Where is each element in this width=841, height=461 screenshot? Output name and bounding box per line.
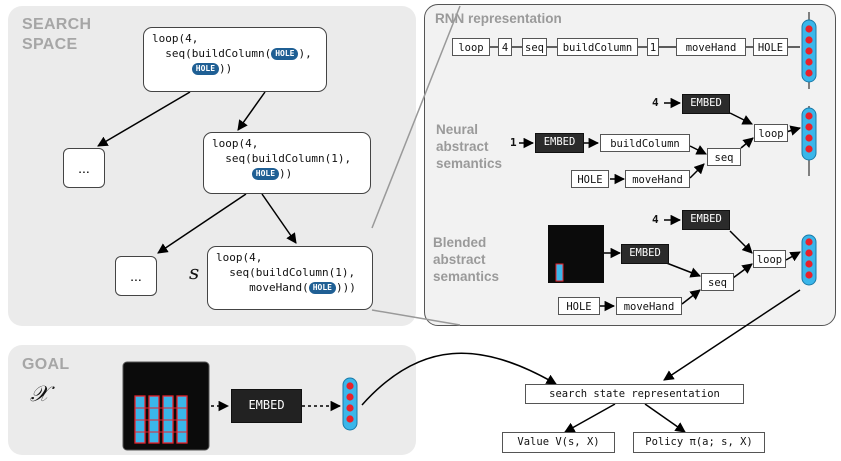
- neural-hole: HOLE: [571, 170, 609, 188]
- rnn-token: buildColumn: [557, 38, 638, 56]
- rnn-token: loop: [452, 38, 490, 56]
- blended-input-4: 4: [652, 213, 659, 226]
- rnn-token: HOLE: [753, 38, 788, 56]
- blended-vector: [801, 234, 817, 286]
- hole-badge: HOLE: [191, 63, 220, 75]
- blended-embed-image: EMBED: [621, 244, 669, 264]
- tree-edge: [261, 193, 297, 244]
- hole-badge: HOLE: [308, 282, 336, 294]
- neural-embed-4: EMBED: [682, 94, 730, 114]
- tree-edge: [237, 91, 266, 131]
- tree-edge: [97, 91, 191, 147]
- root-program-node: loop(4, seq(buildColumn(HOLE), HOLE)): [143, 27, 327, 92]
- rnn-token: seq: [522, 38, 547, 56]
- blended-movehand: moveHand: [616, 297, 682, 315]
- search-state-representation: search state representation: [525, 384, 744, 404]
- hole-badge: HOLE: [271, 48, 299, 60]
- hole-badge: HOLE: [251, 168, 280, 180]
- representation-panel: [424, 4, 836, 326]
- ellipsis-node: ...: [63, 148, 105, 188]
- mid-program-node: loop(4, seq(buildColumn(1), HOLE)): [203, 132, 371, 194]
- leaf-program-node: loop(4, seq(buildColumn(1), moveHand(HOL…: [207, 246, 373, 310]
- neural-vector: [801, 106, 817, 176]
- rnn-vector: [801, 12, 817, 89]
- blended-embed-4: EMBED: [682, 210, 730, 230]
- rnn-token: 4: [498, 38, 512, 56]
- goal-image: [122, 361, 210, 451]
- rnn-token: moveHand: [676, 38, 746, 56]
- neural-loop: loop: [754, 124, 788, 142]
- neural-buildcolumn: buildColumn: [600, 134, 690, 152]
- tree-edge: [157, 193, 247, 254]
- rnn-title: RNN representation: [435, 11, 562, 26]
- rnn-token: 1: [647, 38, 659, 56]
- goal-title: GOAL: [22, 356, 70, 373]
- blended-image: [548, 225, 604, 283]
- goal-embed: EMBED: [231, 389, 302, 423]
- ellipsis-node: ...: [115, 256, 157, 296]
- blended-hole: HOLE: [558, 297, 600, 315]
- goal-x-label: 𝒳: [30, 382, 49, 407]
- blended-seq: seq: [701, 273, 734, 291]
- neural-seq: seq: [707, 148, 741, 166]
- blended-loop: loop: [753, 250, 786, 268]
- neural-input-1: 1: [510, 136, 517, 149]
- neural-input-4: 4: [652, 96, 659, 109]
- value-output: Value V(s, X): [502, 432, 615, 453]
- neural-movehand: moveHand: [625, 170, 690, 188]
- state-s-label: s: [189, 260, 200, 284]
- neural-embed-1: EMBED: [535, 133, 584, 153]
- policy-output: Policy π(a; s, X): [633, 432, 765, 453]
- goal-vector: [342, 377, 358, 431]
